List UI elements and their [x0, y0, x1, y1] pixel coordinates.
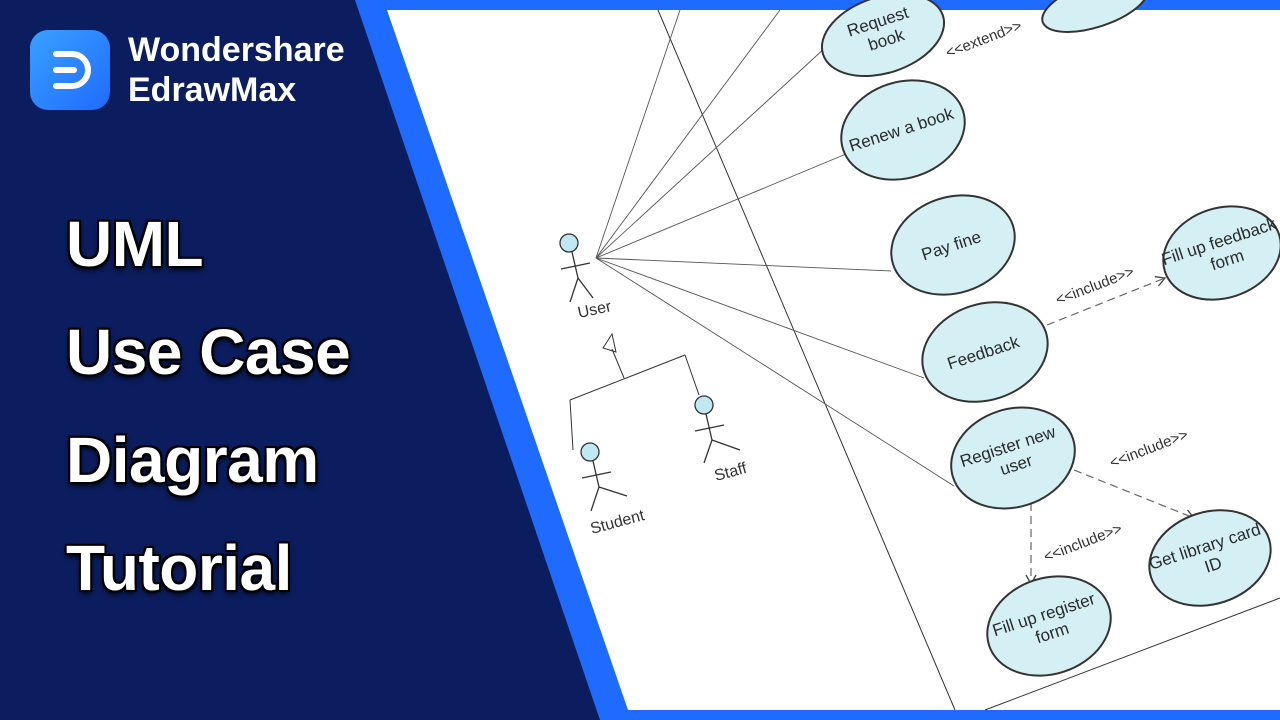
- actor-staff: [694, 395, 741, 464]
- system-boundary-left: [657, 9, 956, 711]
- brand-line-2: EdrawMax: [128, 71, 297, 109]
- edrawmax-logo-icon: [30, 30, 110, 110]
- actor-user: [559, 233, 594, 303]
- headline-line-2: Use Case: [66, 316, 351, 388]
- use-case-ellipses: [820, 0, 1280, 677]
- generalization-lines: [569, 332, 700, 451]
- use-case-diagram: <<extend>> <<include>> <<include>> <<inc…: [559, 0, 1280, 711]
- headline-line-3: Diagram: [66, 424, 319, 496]
- relationship-lines: [1025, 276, 1196, 586]
- actor-student: [580, 442, 628, 512]
- headline-line-1: UML: [66, 208, 204, 280]
- logo-glyph: [53, 51, 91, 89]
- brand-header: Wondershare EdrawMax: [30, 30, 345, 110]
- actor-user-label: User: [576, 298, 613, 322]
- association-lines: [595, 9, 955, 487]
- brand-line-1: Wondershare: [128, 31, 345, 69]
- tutorial-headline: UML Use Case Diagram Tutorial: [66, 190, 351, 622]
- diagram-canvas: [387, 10, 1280, 710]
- system-boundary-bottom: [984, 597, 1280, 711]
- brand-name: Wondershare EdrawMax: [128, 30, 345, 110]
- headline-line-4: Tutorial: [66, 532, 292, 604]
